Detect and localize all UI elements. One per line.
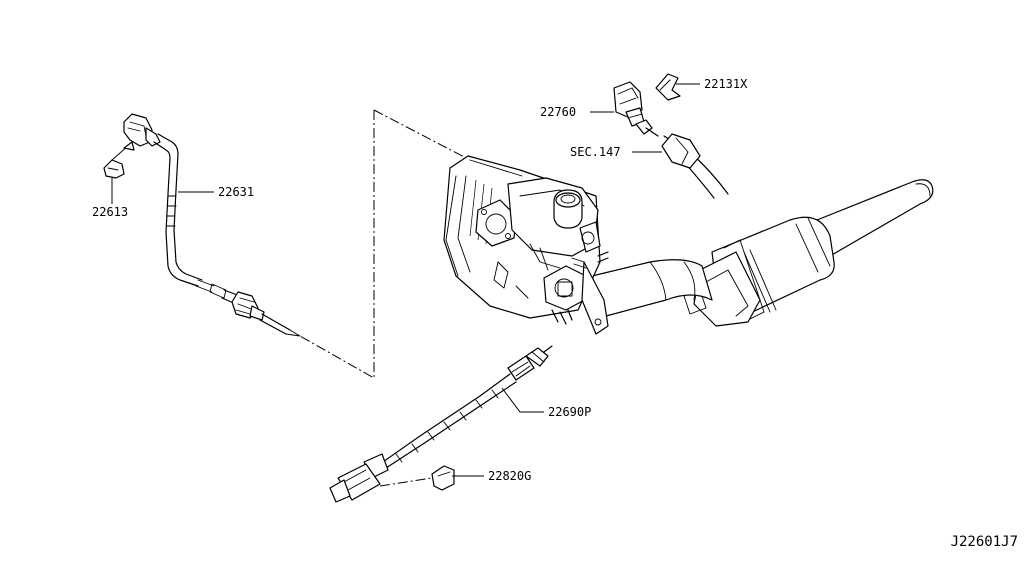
clip-22820g <box>431 465 455 491</box>
label-22131x: 22131X <box>704 77 748 91</box>
pressure-sensor-22760 <box>613 81 659 137</box>
label-22613: 22613 <box>92 205 128 219</box>
label-sec147: SEC.147 <box>570 145 621 159</box>
exhaust-sensor-22690p <box>329 345 553 503</box>
clip-22613 <box>103 141 135 179</box>
reference-line-top <box>373 109 471 161</box>
label-22820g: 22820G <box>488 469 531 483</box>
label-22760: 22760 <box>540 105 576 119</box>
reference-line-bottom <box>379 477 433 487</box>
label-22690p: 22690P <box>548 405 591 419</box>
exhaust-temperature-sensor-22631 <box>123 113 301 337</box>
label-22631: 22631 <box>218 185 254 199</box>
reference-line-left <box>299 110 375 379</box>
figure-code: J22601J7 <box>951 534 1018 550</box>
leader-22690p <box>501 387 544 413</box>
hose-sec147 <box>661 133 729 199</box>
clip-22131x <box>655 73 681 101</box>
diesel-particulate-filter-assembly <box>443 155 934 335</box>
